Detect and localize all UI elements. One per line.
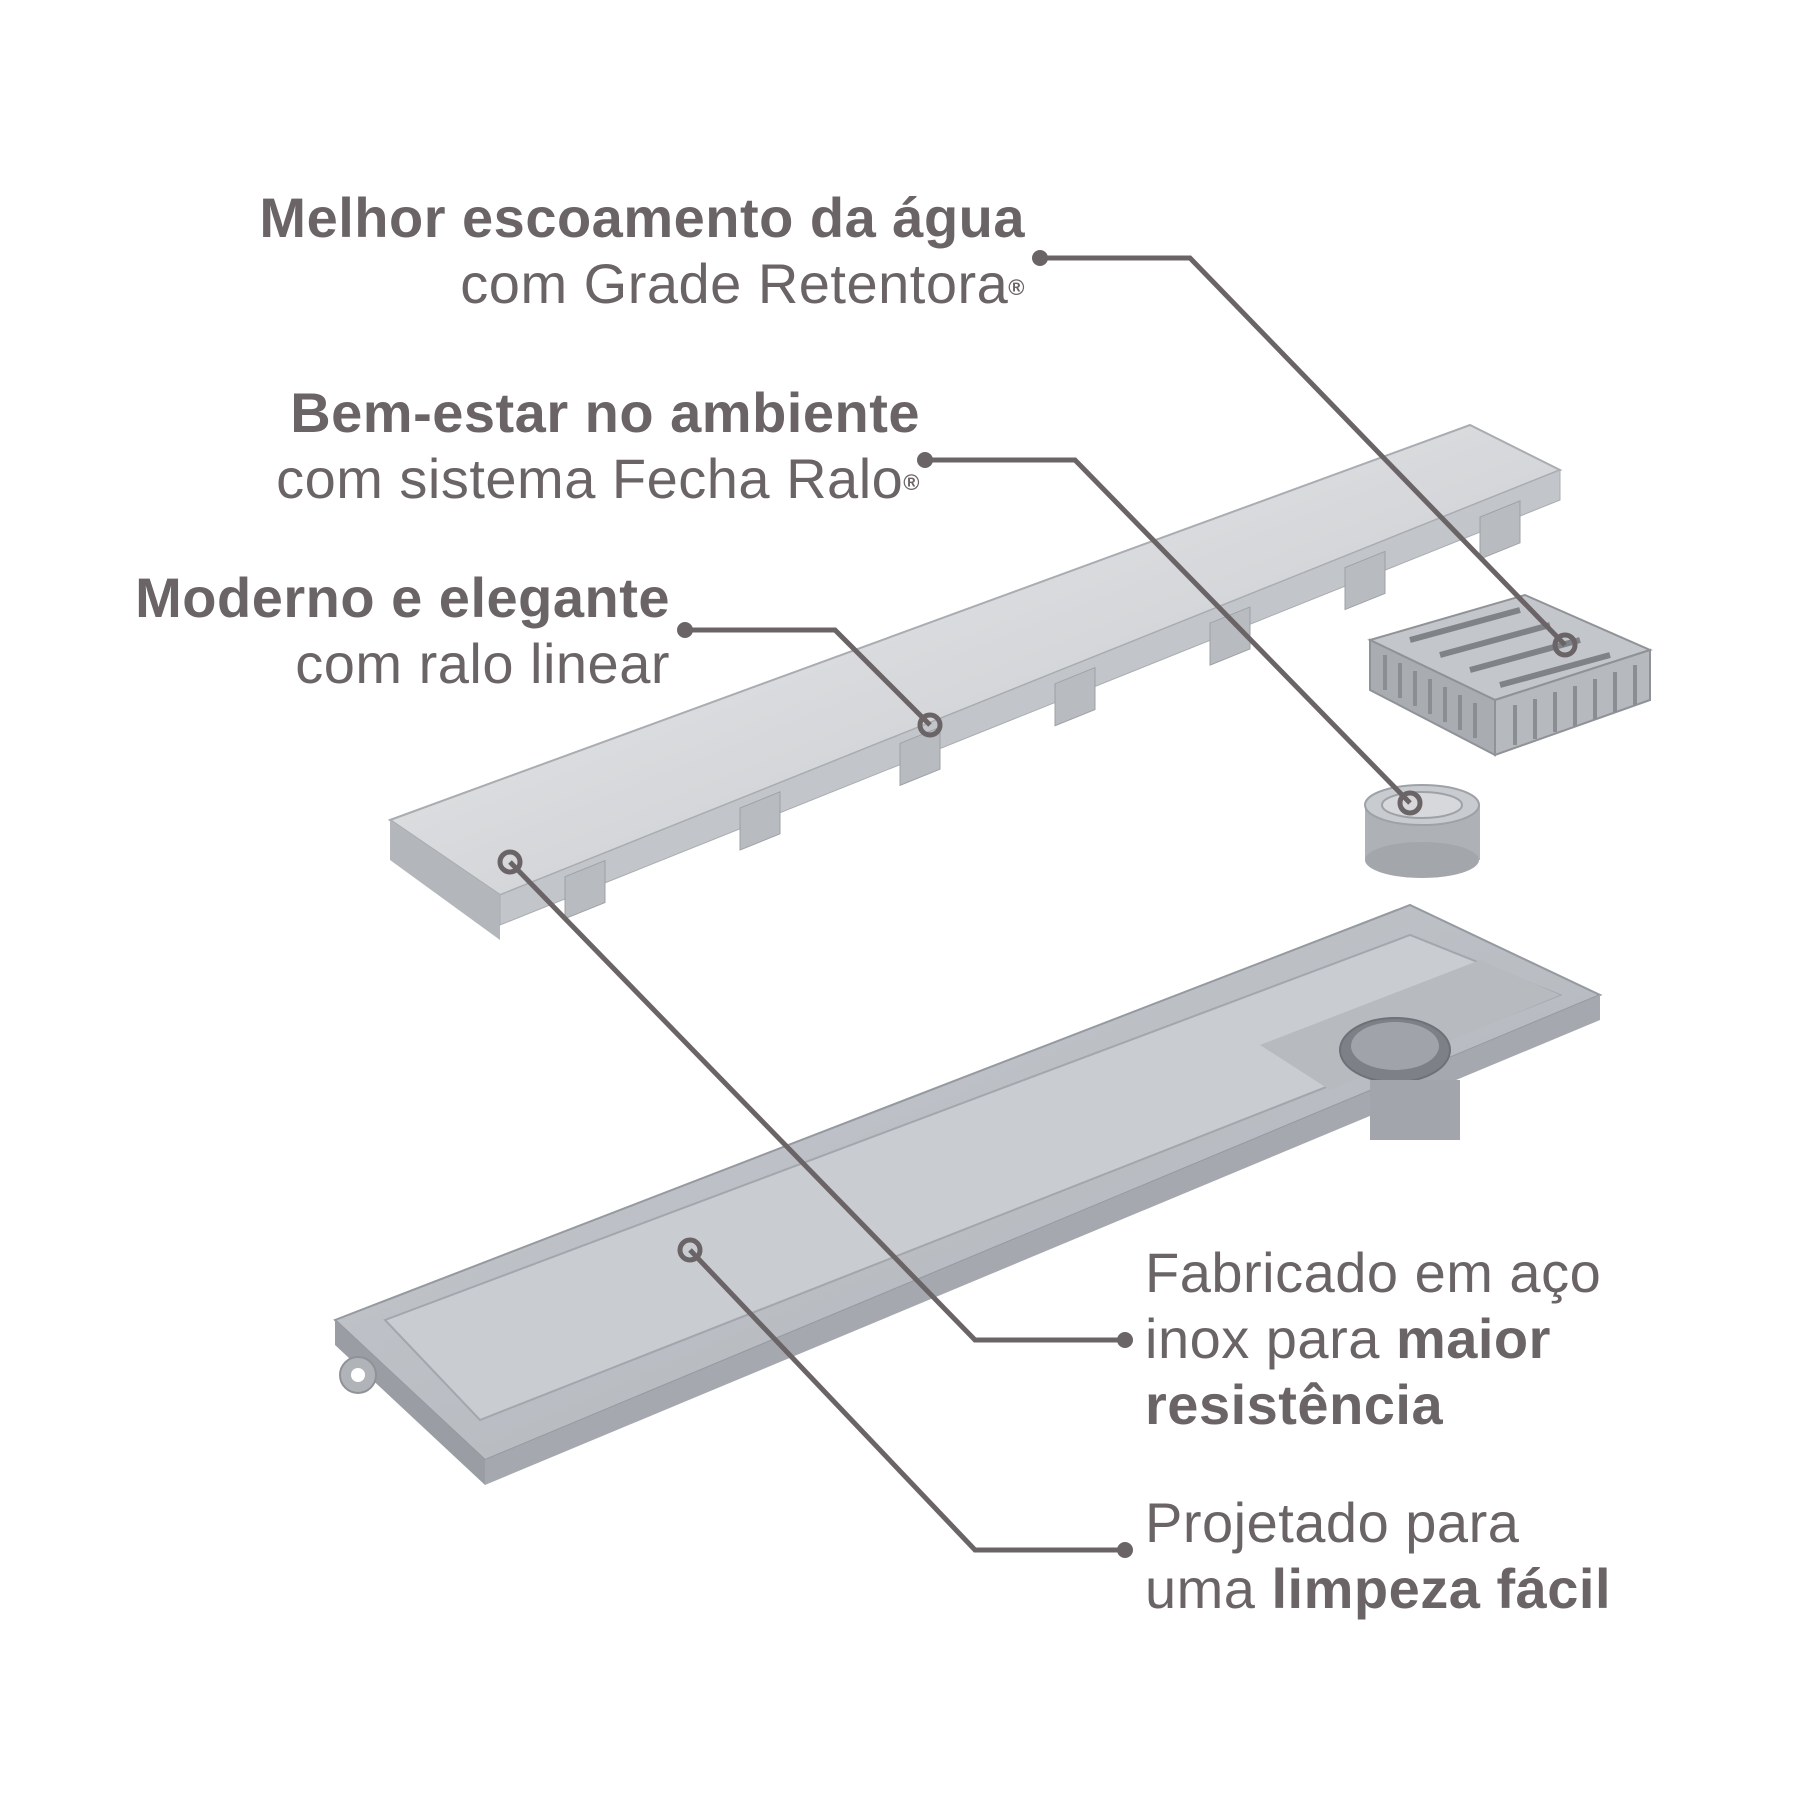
callout-moderno: Moderno e elegante com ralo linear (135, 565, 670, 697)
dot-fecha-start (917, 452, 933, 468)
callout-fecha-line1: Bem-estar no ambiente (290, 381, 920, 444)
fecha-ralo-cap (1364, 784, 1480, 878)
grade-retentora-basket (1367, 593, 1653, 757)
callout-fecha-ralo: Bem-estar no ambiente com sistema Fecha … (276, 380, 920, 512)
callout-grade-reg: ® (1008, 275, 1025, 300)
callout-limpeza-line2: uma limpeza fácil (1145, 1556, 1611, 1622)
dot-moderno-end (917, 712, 943, 738)
dot-grade-end (1552, 632, 1578, 658)
dot-grade-start (1032, 250, 1048, 266)
line-moderno (685, 627, 932, 727)
callout-inox-line2: inox para maior (1145, 1306, 1601, 1372)
line-fecha (925, 457, 1412, 805)
dot-limpeza-end (677, 1237, 703, 1263)
callout-moderno-line1: Moderno e elegante (135, 566, 670, 629)
callout-fecha-reg: ® (903, 470, 920, 495)
dot-limpeza-start (1117, 1542, 1133, 1558)
callout-moderno-line2: com ralo linear (295, 632, 670, 695)
dot-fecha-end (1397, 790, 1423, 816)
plastic-drain-channel (333, 903, 1603, 1485)
line-limpeza (688, 1248, 1125, 1553)
callout-limpeza-line2a: uma (1145, 1557, 1272, 1620)
steel-grate-cover (387, 423, 1563, 940)
callout-limpeza: Projetado para uma limpeza fácil (1145, 1490, 1611, 1622)
callout-inox-line2a: inox para (1145, 1307, 1396, 1370)
callout-grade-retentora: Melhor escoamento da água com Grade Rete… (259, 185, 1025, 317)
callout-fecha-line2-wrap: com sistema Fecha Ralo® (276, 446, 920, 512)
callout-inox-line1: Fabricado em aço (1145, 1241, 1602, 1304)
dot-moderno-start (677, 622, 693, 638)
callout-lines (508, 255, 1567, 1553)
callout-limpeza-line2b: limpeza fácil (1271, 1557, 1612, 1620)
callout-grade-line2-wrap: com Grade Retentora® (259, 251, 1025, 317)
callout-inox-line2b: maior (1395, 1307, 1551, 1370)
dot-inox-end (497, 849, 523, 875)
dot-inox-start (1117, 1332, 1133, 1348)
callout-inox: Fabricado em aço inox para maior resistê… (1145, 1240, 1601, 1438)
line-grade (1040, 255, 1567, 647)
line-inox (508, 860, 1125, 1343)
callout-fecha-line2: com sistema Fecha Ralo (276, 447, 904, 510)
callout-dots (497, 250, 1578, 1558)
callout-grade-line1: Melhor escoamento da água (259, 186, 1025, 249)
callout-grade-line2: com Grade Retentora (460, 252, 1009, 315)
callout-inox-line3: resistência (1145, 1373, 1444, 1436)
callout-limpeza-line1: Projetado para (1145, 1491, 1520, 1554)
